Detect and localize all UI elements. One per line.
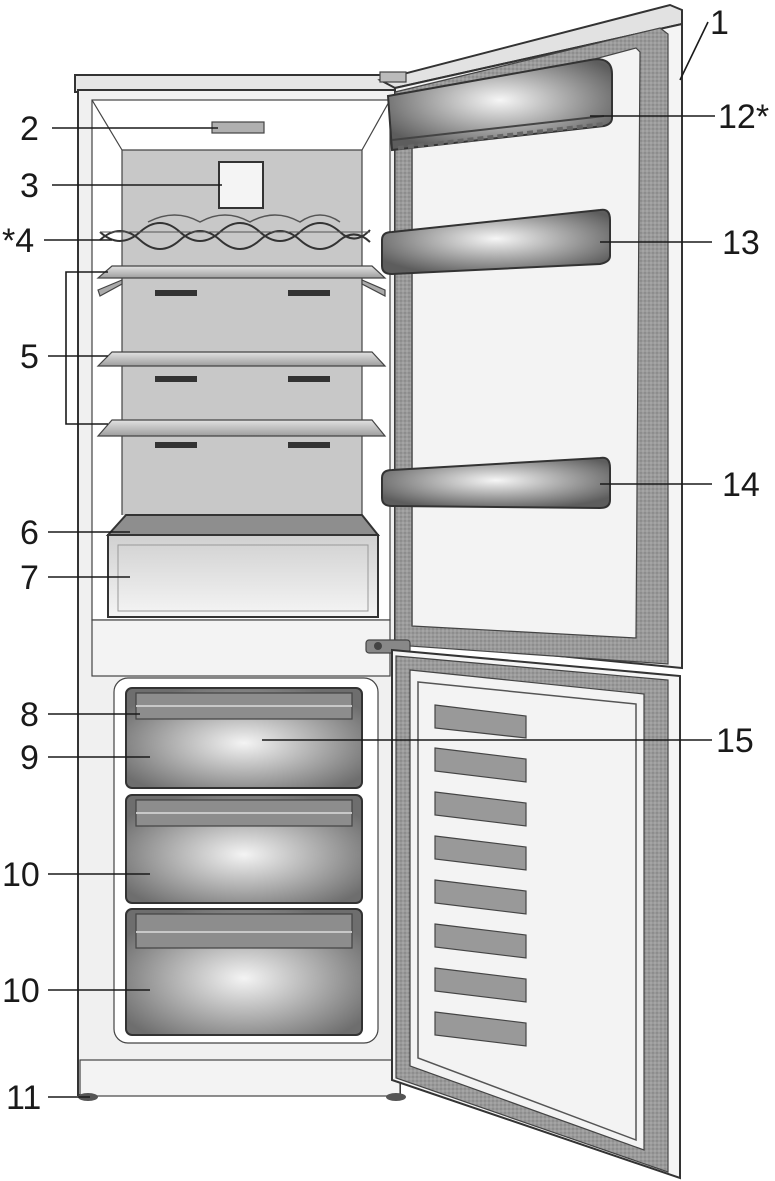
label-12: 12* <box>718 98 769 136</box>
leader-lines <box>44 21 715 1098</box>
label-3: 3 <box>20 167 39 205</box>
label-9: 9 <box>20 739 39 777</box>
fridge-interior <box>65 121 387 618</box>
glass-shelf-1 <box>96 265 387 297</box>
label-10-lower: 10 <box>2 972 40 1010</box>
label-11: 11 <box>6 1079 41 1117</box>
wine-rack <box>99 214 371 250</box>
callout-labels: 1 2 3 *4 5 6 7 8 9 10 10 11 12* 13 14 15 <box>2 4 769 1117</box>
freezer-drawer-1 <box>125 687 363 789</box>
middle-door-balcony <box>381 208 611 276</box>
top-door-balcony <box>386 58 613 152</box>
label-2: 2 <box>20 110 39 148</box>
label-14: 14 <box>722 466 760 504</box>
label-13: 13 <box>722 224 760 262</box>
freezer-door-liner <box>409 669 645 1151</box>
crisper-cover <box>105 514 381 536</box>
label-1: 1 <box>710 4 729 42</box>
freezer-door-ribs <box>434 704 527 1047</box>
label-15: 15 <box>716 722 754 760</box>
label-6: 6 <box>20 514 39 552</box>
thermostat-box <box>218 161 264 209</box>
label-8: 8 <box>20 696 39 734</box>
top-hinge <box>379 71 407 83</box>
fridge-door <box>377 3 683 670</box>
freezer-drawers <box>125 687 363 1036</box>
freezer-drawer-2 <box>125 794 363 904</box>
compartment-divider <box>91 619 391 677</box>
label-4: *4 <box>2 222 34 260</box>
bottom-door-balcony <box>381 456 611 510</box>
freezer-drawer-3 <box>125 908 363 1036</box>
glass-shelf-2 <box>96 351 387 382</box>
foot-right <box>386 1093 406 1101</box>
freezer-door <box>391 648 681 1180</box>
interior-light <box>211 121 265 134</box>
label-5: 5 <box>20 338 39 376</box>
glass-shelf-3 <box>96 419 387 448</box>
door-top-edge <box>377 3 683 90</box>
label-7: 7 <box>20 559 39 597</box>
cabinet-plinth <box>79 1059 401 1097</box>
crisper-drawer <box>107 534 379 618</box>
label-10-upper: 10 <box>2 856 40 894</box>
